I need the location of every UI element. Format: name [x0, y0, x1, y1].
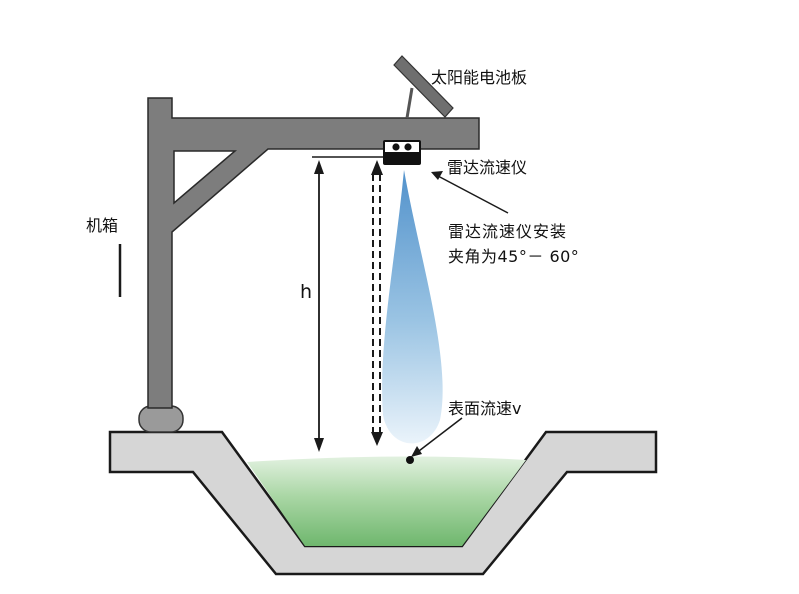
- column-base: [138, 405, 184, 433]
- install-angle-label-line2: 夹角为45°－ 60°: [448, 247, 580, 266]
- surface-point: [406, 456, 414, 464]
- gantry-frame: [147, 97, 480, 409]
- velocity-pointer-head: [411, 446, 422, 457]
- height-arrow-bottom: [314, 438, 324, 452]
- water: [247, 456, 526, 546]
- height-label: h: [300, 281, 313, 303]
- velocity-pointer: [414, 417, 463, 455]
- radar-meter-face: [385, 142, 419, 152]
- gantry-brace-hole: [173, 150, 238, 205]
- radar-lens-right: [404, 143, 412, 151]
- height-arrow-top: [314, 160, 324, 174]
- radar-pointer-head: [431, 171, 443, 180]
- solar-panel: [393, 55, 454, 118]
- surface-velocity-label: 表面流速v: [448, 399, 522, 418]
- install-angle-label-line1: 雷达流速仪安装: [448, 222, 568, 241]
- radar-lens-left: [392, 143, 400, 151]
- radar-pointer: [437, 175, 509, 214]
- radar-meter-label: 雷达流速仪: [447, 158, 528, 177]
- radar-beam: [382, 170, 443, 444]
- solar-mast: [405, 87, 414, 119]
- dashed-arrow-bottom: [371, 432, 383, 446]
- solar-panel-label: 太阳能电池板: [431, 68, 528, 87]
- dashed-arrow-top: [371, 160, 383, 175]
- control-box-label: 机箱: [86, 216, 119, 235]
- control-box: [118, 244, 148, 296]
